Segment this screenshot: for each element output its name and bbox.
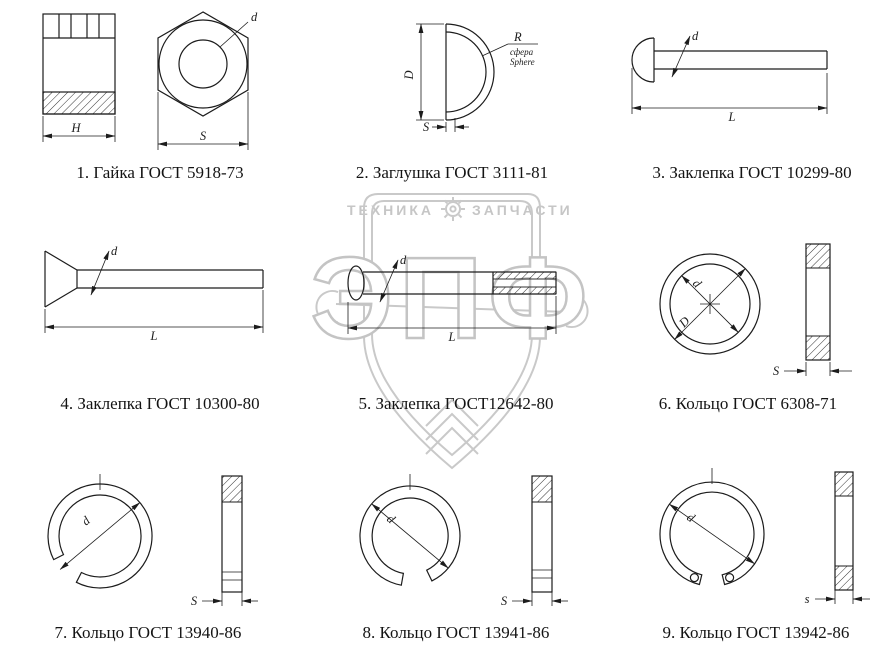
dim-label-S: S [423, 120, 430, 134]
nut-face-view [157, 11, 249, 117]
figure-2-drawing: D S R сфера Sphere [398, 18, 558, 138]
dim-label-S: S [200, 129, 207, 143]
watermark-shield [363, 193, 541, 470]
figure-1-caption: 1. Гайка ГОСТ 5918-73 [76, 163, 244, 182]
figure-9-caption: 9. Кольцо ГОСТ 13942-86 [662, 623, 850, 642]
wheat-icon [425, 398, 479, 455]
figure-5-caption: 5. Заклепка ГОСТ12642-80 [358, 394, 554, 413]
figure-4-caption: 4. Заклепка ГОСТ 10300-80 [60, 394, 260, 413]
dim-label-S: S [773, 364, 780, 378]
rivet-outline [631, 37, 828, 83]
rivet-round-svg: d L [631, 29, 828, 124]
nut-side-view [42, 13, 116, 115]
label-sphere-en: Sphere [510, 57, 535, 67]
figure-5-drawing: d L [338, 252, 573, 346]
dim-label-d: d [692, 29, 699, 43]
dim-label-d: d [400, 253, 407, 267]
ring-S-dimension: S [773, 362, 852, 378]
circlip-section-view [221, 475, 243, 593]
rivet-outline [44, 250, 264, 308]
rivet-tubular-svg: d L [347, 253, 557, 344]
circlip-svg: d S [359, 474, 568, 608]
ring-svg: D d S [659, 243, 852, 378]
wrench-icon [315, 290, 589, 328]
dim-label-D: D [402, 70, 416, 80]
circlip-S-dimension: S [191, 592, 258, 608]
dim-label-s: S [191, 594, 198, 608]
plug-S-dimension: S [423, 118, 469, 134]
rivet-L-dimension: L [44, 290, 264, 343]
rivet-L-dimension: L [347, 296, 557, 344]
dim-label-L: L [728, 110, 736, 124]
circlip-face-view [47, 474, 153, 589]
plug-R-annotation: R сфера Sphere [481, 30, 538, 67]
circlip-svg: d s [659, 468, 870, 606]
nut-svg: H d S [42, 10, 258, 150]
circlip-d-dimension: d [371, 503, 449, 569]
dim-label-L: L [448, 330, 456, 344]
figure-7-drawing: d S [22, 468, 262, 612]
nut-H-dimension: H [42, 116, 116, 142]
dim-label-d: d [251, 10, 258, 24]
watermark-brand-left: ТЕХНИКА [347, 202, 434, 218]
circlip-face-view [659, 468, 765, 586]
nut-S-dimension: S [157, 92, 249, 150]
rivet-L-dimension: L [631, 68, 828, 124]
dim-label-H: H [70, 121, 81, 135]
label-sphere-ru: сфера [510, 47, 534, 57]
figure-3-drawing: d L [622, 28, 857, 124]
plug-outline [445, 23, 495, 121]
circlip-face-view [359, 474, 461, 586]
circlip-d-dimension: d [668, 503, 756, 565]
figure-9-drawing: d s [630, 464, 875, 614]
watermark: ТЕХНИКА ЗАПЧАСТИ ЭПФ [300, 186, 604, 482]
watermark-letters: ЭПФ [311, 233, 594, 363]
watermark-brand-right: ЗАПЧАСТИ [472, 202, 573, 218]
rivet-outline [347, 265, 557, 301]
circlip-s-dimension: s [805, 590, 870, 606]
figure-4-drawing: d L [35, 245, 275, 347]
circlip-d-dimension: d [59, 502, 141, 570]
circlip-svg: d S [47, 474, 258, 608]
rivet-d-dimension: d [379, 253, 407, 303]
figure-6-caption: 6. Кольцо ГОСТ 6308-71 [658, 394, 838, 413]
figure-8-caption: 8. Кольцо ГОСТ 13941-86 [362, 623, 550, 642]
figure-1-drawing: H d S [35, 8, 270, 158]
rivet-d-dimension: d [671, 29, 699, 78]
dim-label-d: d [111, 245, 118, 258]
plug-svg: D S R сфера Sphere [402, 23, 538, 134]
figure-7-caption: 7. Кольцо ГОСТ 13940-86 [54, 623, 242, 642]
circlip-S-dimension: S [501, 592, 568, 608]
ring-section-view [805, 243, 831, 361]
figure-8-drawing: d S [330, 468, 570, 612]
circlip-section-view [834, 471, 854, 591]
circlip-section-view [531, 475, 553, 593]
figure-6-drawing: D d S [638, 238, 858, 382]
plug-D-dimension: D [402, 23, 444, 121]
dim-label-L: L [150, 329, 158, 343]
dim-label-s: S [501, 594, 508, 608]
watermark-svg: ТЕХНИКА ЗАПЧАСТИ ЭПФ [309, 193, 594, 470]
rivet-countersunk-svg: d L [44, 245, 264, 343]
figure-3-caption: 3. Заклепка ГОСТ 10299-80 [652, 163, 852, 182]
dim-label-R: R [513, 30, 522, 44]
dim-label-d: d [690, 276, 705, 291]
dim-label-s: s [805, 592, 810, 606]
figure-2-caption: 2. Заглушка ГОСТ 3111-81 [355, 163, 549, 182]
dim-label-d: d [79, 513, 93, 528]
rivet-d-dimension: d [90, 245, 118, 296]
